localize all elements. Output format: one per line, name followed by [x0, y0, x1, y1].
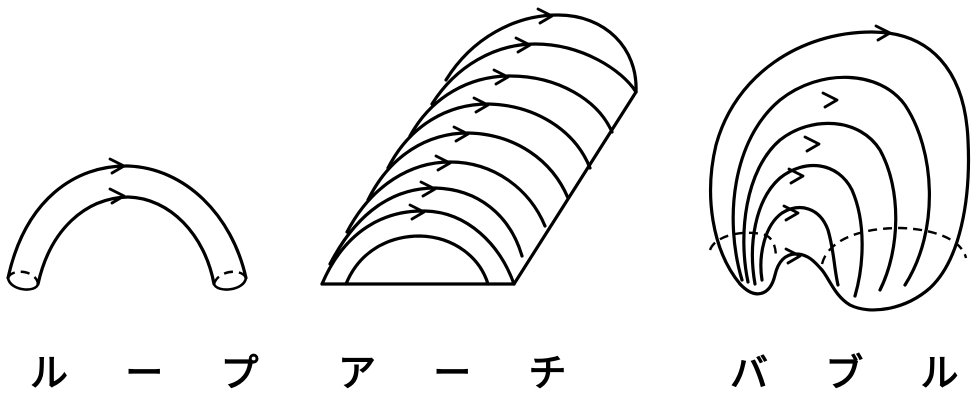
arch-arc-2 — [408, 74, 614, 138]
arch-arc-6 — [328, 186, 524, 266]
bubble-arrow-3 — [803, 135, 821, 153]
loop-field-arrow-outer — [108, 157, 126, 175]
arch-arrow-1 — [536, 7, 554, 25]
bubble-left-hidden-rim — [708, 231, 778, 259]
bubble-loop-1 — [731, 75, 931, 287]
arch-arrow-2 — [514, 36, 532, 54]
loop-left-foot-front — [6, 276, 40, 291]
arch-figure — [320, 7, 638, 286]
loop-right-foot-back — [212, 270, 248, 285]
loop-field-arrow-inner — [108, 187, 126, 205]
bubble-loop-4 — [759, 206, 840, 287]
arch-rear-edge — [512, 90, 638, 286]
loop-figure — [6, 157, 248, 291]
bubble-arrow-2 — [821, 91, 839, 109]
arch-arrow-5 — [452, 125, 470, 143]
arch-arc-1 — [430, 42, 638, 106]
bubble-arrow-6 — [784, 247, 802, 265]
loop-outer-edge — [6, 164, 248, 280]
loop-inner-edge — [36, 195, 216, 286]
arch-arc-4 — [366, 131, 570, 202]
bubble-caption: バ ブ ル — [730, 351, 971, 395]
loop-left-foot-back — [6, 270, 40, 285]
bubble-left-lobe — [738, 252, 824, 296]
bubble-outer-envelope — [709, 30, 971, 312]
bubble-loop-2 — [742, 121, 898, 292]
arch-back — [444, 13, 638, 94]
arch-arrow-4 — [472, 96, 490, 114]
loop-caption: ル ー プ — [30, 351, 281, 395]
arch-front-outer — [320, 209, 516, 286]
bubble-figure — [708, 24, 971, 312]
arch-arrow-7 — [419, 180, 437, 198]
bubble-arrow-4 — [787, 167, 805, 185]
arch-front-inner — [344, 234, 490, 286]
bubble-right-hidden-rim — [820, 226, 968, 265]
loop-right-foot-front — [212, 276, 248, 291]
bubble-loop-3 — [750, 163, 864, 298]
arch-arrow-6 — [434, 154, 452, 172]
arch-arrow-8 — [408, 203, 426, 221]
arch-arrow-3 — [492, 68, 510, 86]
bubble-arrow-5 — [782, 204, 800, 222]
bubble-arrow-1 — [874, 24, 892, 42]
arch-caption: ア ー チ — [338, 351, 589, 395]
